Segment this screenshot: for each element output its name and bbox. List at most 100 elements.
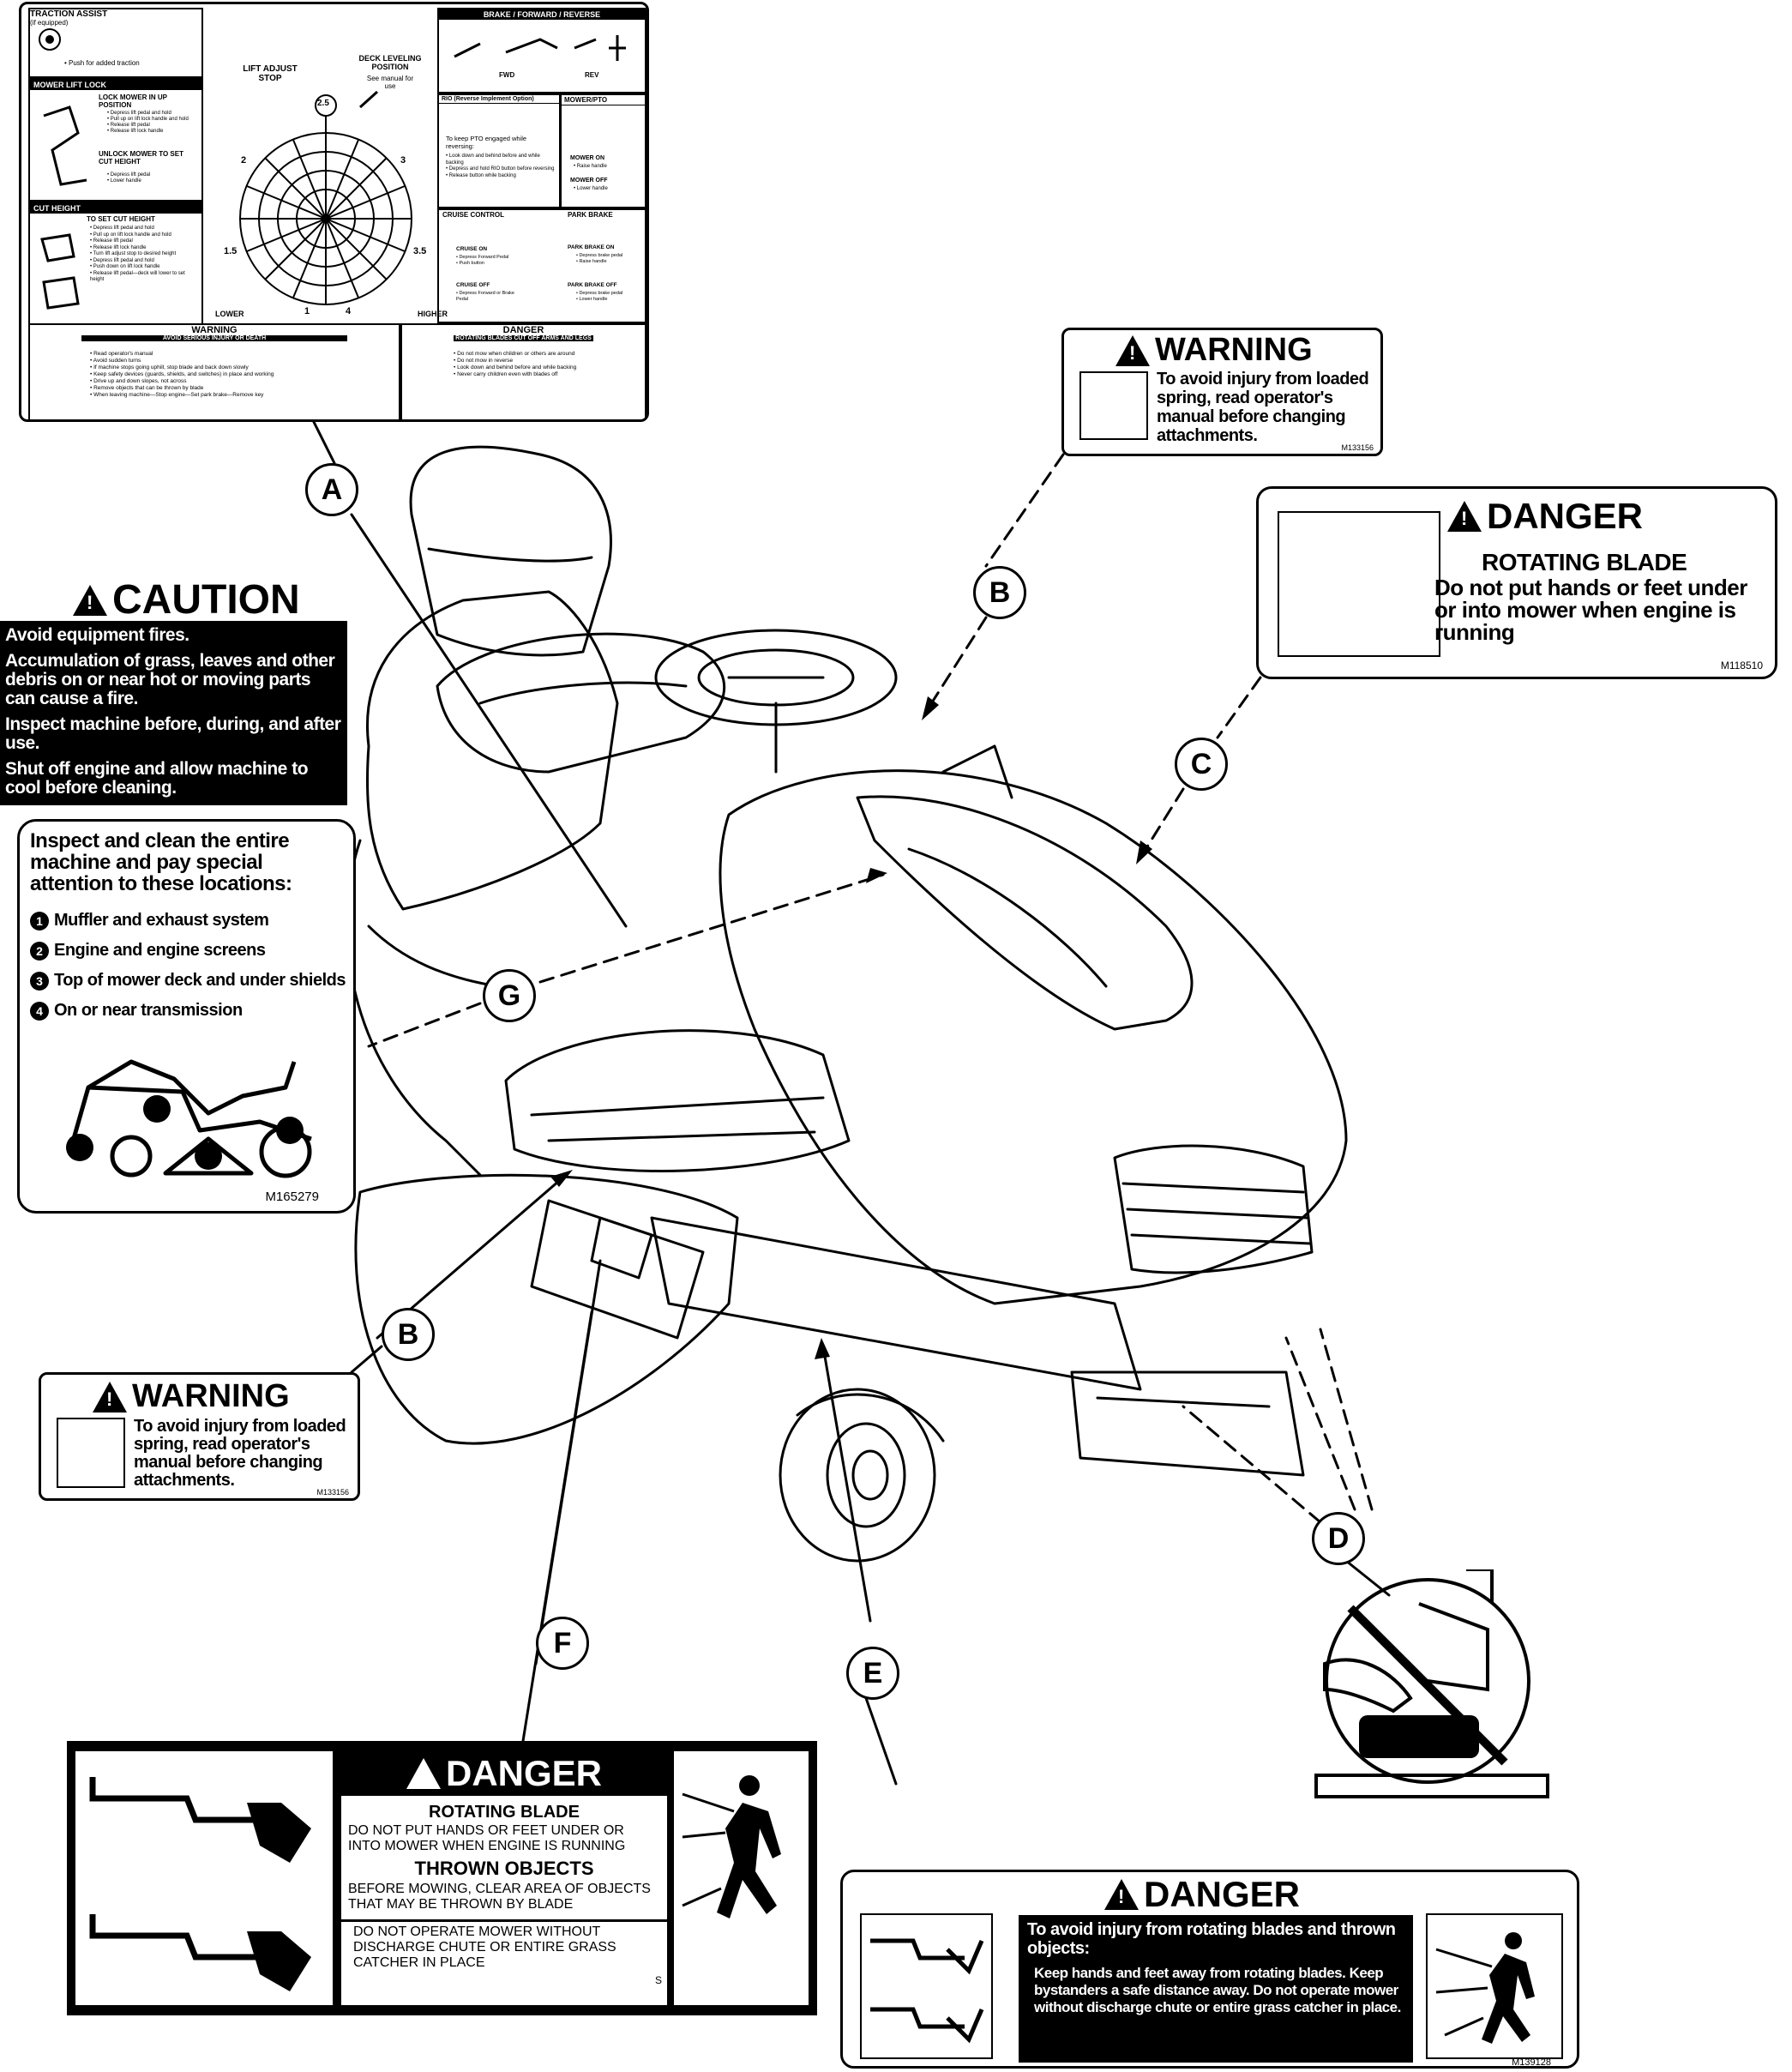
decal-a-warning-steps: • Read operator's manual • Avoid sudden … — [90, 351, 274, 398]
decal-c-text: Do not put hands or feet under or into m… — [1434, 575, 1747, 645]
decal-f-text1: DO NOT PUT HANDS OR FEET UNDER OR INTO M… — [348, 1823, 626, 1853]
decal-a-danger: DANGER ROTATING BLADES CUT OFF ARMS AND … — [400, 323, 646, 419]
callout-d: D — [1312, 1512, 1365, 1565]
callout-c: C — [1175, 738, 1228, 791]
rio-title: RIO (Reverse Implement Option) — [439, 95, 559, 104]
decal-a-controls: TRACTION ASSIST (if equipped) • Push for… — [19, 2, 649, 422]
decal-f-sub2: THROWN OBJECTS — [414, 1858, 594, 1879]
cruise-park-panel: CRUISE CONTROL PARK BRAKE CRUISE ON • De… — [437, 208, 646, 323]
dial-label-2: 2 — [241, 155, 247, 166]
leader-a-pointer — [350, 513, 628, 928]
inspect-num-2: 2 — [30, 941, 49, 961]
inspect-item: 3 Top of mower deck and under shields — [30, 971, 356, 991]
inspect-code: M165279 — [265, 1190, 319, 1204]
cut-height-dial — [239, 90, 412, 305]
decal-b-bottom-title: WARNING — [132, 1378, 290, 1414]
danger-triangle-icon — [1447, 501, 1482, 532]
leader-d-1 — [1182, 1405, 1322, 1524]
decal-f-thrown-icon — [674, 1751, 809, 2005]
leader-b-top-2 — [924, 616, 988, 714]
decal-a-warning-sub: AVOID SERIOUS INJURY OR DEATH — [81, 335, 347, 341]
park-on-steps: • Depress brake pedal • Raise handle — [576, 253, 623, 264]
traction-equipped: (if equipped) — [30, 19, 69, 27]
inspect-num-1: 1 — [30, 911, 49, 931]
leader-b-bottom-2 — [350, 1345, 383, 1374]
inspect-item-1: Muffler and exhaust system — [54, 911, 269, 930]
front-wheel — [779, 1388, 936, 1563]
traction-assist-panel: TRACTION ASSIST (if equipped) • Push for… — [28, 8, 203, 78]
blade-foot-pictogram — [89, 1777, 311, 1991]
blade-hand-foot-icon — [1278, 511, 1440, 657]
leader-g — [538, 873, 885, 984]
leader-d-3 — [1319, 1328, 1374, 1511]
seat-cushion — [436, 632, 726, 774]
rio-panel: RIO (Reverse Implement Option) To keep P… — [437, 93, 561, 208]
dial-label-1: 1 — [304, 306, 310, 316]
callout-a: A — [305, 463, 358, 516]
caution-line-4: Shut off engine and allow machine to coo… — [5, 759, 309, 798]
caution-triangle-icon — [73, 584, 107, 616]
caution-line-2: Accumulation of grass, leaves and other … — [5, 651, 335, 708]
decal-f-text3: DO NOT OPERATE MOWER WITHOUT DISCHARGE C… — [353, 1924, 616, 1970]
dial-label-1-5: 1.5 — [224, 246, 238, 256]
callout-e: E — [846, 1647, 899, 1700]
leader-f-2 — [534, 1259, 602, 1665]
leader-e — [864, 1696, 898, 1786]
leader-e-2 — [821, 1345, 872, 1623]
decal-a-danger-sub: ROTATING BLADES CUT OFF ARMS AND LEGS — [454, 335, 593, 341]
arrow-b-bottom — [550, 1170, 573, 1187]
arrow-e — [815, 1338, 830, 1359]
lift-adjust-label: LIFT ADJUST STOP — [243, 64, 298, 83]
cut-height-panel: CUT HEIGHT TO SET CUT HEIGHT • Depress l… — [28, 202, 203, 325]
callout-g: G — [483, 969, 536, 1022]
arrow-b-top — [922, 696, 939, 720]
leader-b-top — [984, 453, 1065, 568]
front-grille — [1113, 1144, 1314, 1274]
decal-b-top-title: WARNING — [1155, 332, 1313, 368]
dial-label-3-5: 3.5 — [413, 246, 427, 256]
spring-hand-icon — [57, 1418, 125, 1488]
decal-f-mark: S — [654, 1974, 662, 1986]
park-off-label: PARK BRAKE OFF — [568, 282, 617, 288]
callout-b-top: B — [973, 566, 1026, 619]
cruise-title: CRUISE CONTROL — [442, 211, 504, 219]
inspect-item-2: Engine and engine screens — [54, 941, 266, 960]
brake-title: BRAKE / FORWARD / REVERSE — [439, 9, 645, 20]
cut-height-title: CUT HEIGHT — [30, 203, 201, 214]
warning-triangle-icon — [93, 1381, 127, 1412]
footrest — [504, 1029, 851, 1172]
decal-e-title: DANGER — [1144, 1874, 1301, 1914]
inspect-item-3: Top of mower deck and under shields — [54, 971, 346, 990]
decal-f-blade-icon — [75, 1751, 333, 2005]
decal-e-thrown-icon — [1426, 1913, 1563, 2059]
park-on-label: PARK BRAKE ON — [568, 244, 615, 250]
park-title: PARK BRAKE — [568, 211, 613, 219]
decal-c-subtitle: ROTATING BLADE — [1482, 549, 1687, 575]
decal-f-danger: DANGER ROTATING BLADE DO NOT PUT HANDS O… — [67, 1741, 817, 2015]
inspect-item: 1 Muffler and exhaust system — [30, 911, 356, 931]
cruise-off-steps: • Depress Forward or Brake Pedal — [456, 291, 514, 302]
cruise-on-steps: • Depress Forward Pedal • Push button — [456, 255, 509, 266]
dial-label-4: 4 — [346, 306, 352, 316]
decal-inspect: Inspect and clean the entire machine and… — [17, 819, 356, 1214]
mower-pto-panel: MOWER/PTO MOWER ON • Raise handle MOWER … — [560, 93, 646, 208]
leader-d-2 — [1284, 1336, 1356, 1511]
unlock-title: UNLOCK MOWER TO SET CUT HEIGHT — [99, 150, 183, 166]
traction-icon — [39, 28, 61, 51]
decal-e-text: Keep hands and feet away from rotating b… — [1034, 1965, 1401, 2015]
traction-title: TRACTION ASSIST — [30, 9, 108, 19]
danger-triangle-icon — [1104, 1879, 1139, 1910]
cut-height-icon — [40, 233, 80, 310]
dial-label-3: 3 — [400, 155, 406, 166]
cut-height-sub: TO SET CUT HEIGHT — [87, 215, 155, 223]
decal-f-text2: BEFORE MOWING, CLEAR AREA OF OBJECTS THA… — [348, 1882, 651, 1912]
pedal-icon — [454, 35, 626, 61]
inspect-num-3: 3 — [30, 971, 49, 991]
danger-triangle-icon — [406, 1758, 441, 1789]
rio-steps: • Look down and behind before and while … — [446, 154, 555, 178]
decal-a-danger-title: DANGER — [502, 325, 544, 335]
hood — [719, 769, 1348, 1305]
caution-line-1: Avoid equipment fires. — [5, 625, 189, 645]
see-manual-label: See manual for use — [366, 75, 414, 90]
